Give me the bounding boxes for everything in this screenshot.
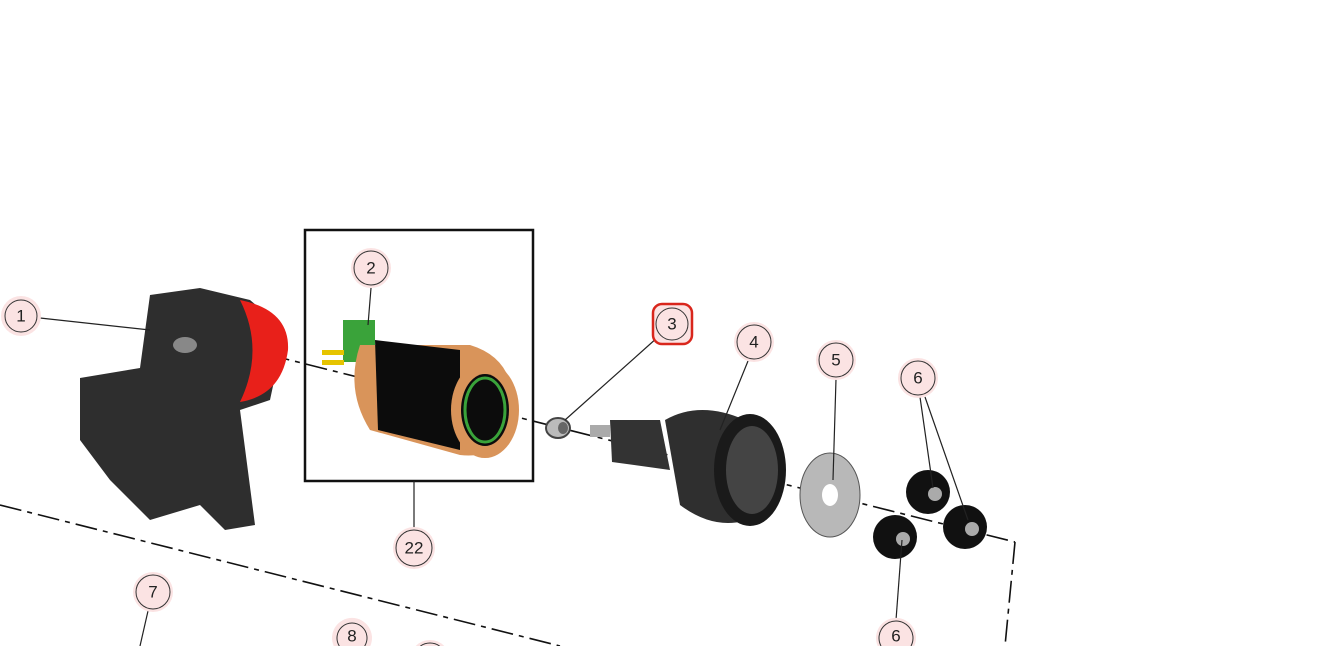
part-4-gear-housing[interactable] [590, 410, 786, 526]
leader-lines [39, 287, 969, 646]
callout-label: 5 [831, 351, 840, 370]
callout-label: 8 [347, 627, 356, 646]
callout-label: 6 [913, 369, 922, 388]
callout-partial[interactable] [415, 639, 445, 646]
part-6-gears[interactable] [873, 470, 987, 559]
callout-2[interactable]: 2 [351, 248, 391, 288]
callout-label: 1 [16, 307, 25, 326]
part-2-motor[interactable] [322, 320, 519, 458]
callout-3-selected[interactable]: 3 [651, 302, 694, 346]
callout-label: 7 [148, 583, 157, 602]
callout-6-lower[interactable]: 6 [876, 617, 916, 646]
callout-1[interactable]: 1 [1, 296, 41, 336]
callout-8[interactable]: 8 [332, 617, 372, 646]
callout-label: 4 [749, 333, 758, 352]
callout-5[interactable]: 5 [816, 340, 856, 380]
callout-label: 6 [891, 627, 900, 646]
callout-label: 3 [667, 315, 676, 334]
part-5-washer[interactable] [799, 452, 861, 538]
callout-22[interactable]: 22 [393, 527, 435, 569]
callout-6[interactable]: 6 [898, 358, 938, 398]
callout-7[interactable]: 7 [133, 572, 173, 612]
part-3-spring[interactable] [545, 417, 571, 439]
part-22-assembly-box[interactable] [303, 228, 535, 483]
part-1-housing[interactable] [80, 288, 289, 530]
callout-label: 22 [405, 539, 424, 558]
callout-label: 2 [366, 259, 375, 278]
callout-4[interactable]: 4 [734, 322, 774, 362]
